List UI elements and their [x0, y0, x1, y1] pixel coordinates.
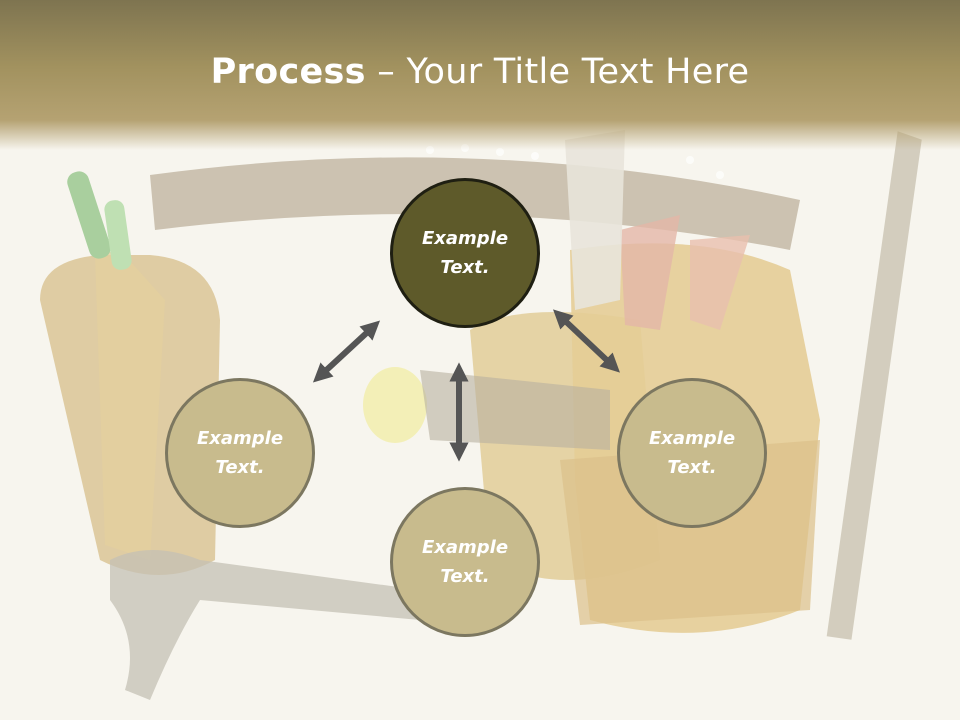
process-node-left[interactable]: Example Text. — [165, 378, 315, 528]
slide-title: Process – Your Title Text Here — [0, 52, 960, 92]
process-node-top[interactable]: Example Text. — [390, 178, 540, 328]
process-node-right[interactable]: Example Text. — [617, 378, 767, 528]
node-right-text: Example Text. — [648, 428, 736, 478]
arrow-top-right — [553, 309, 620, 373]
title-bold: Process — [210, 52, 366, 92]
arrow-top-left — [312, 320, 381, 383]
node-top-text: Example Text. — [421, 228, 509, 278]
node-bottom-text: Example Text. — [421, 537, 509, 587]
node-left-text: Example Text. — [196, 428, 284, 478]
process-node-bottom[interactable]: Example Text. — [390, 487, 540, 637]
title-band — [0, 0, 960, 150]
title-rest: – Your Title Text Here — [365, 52, 750, 92]
